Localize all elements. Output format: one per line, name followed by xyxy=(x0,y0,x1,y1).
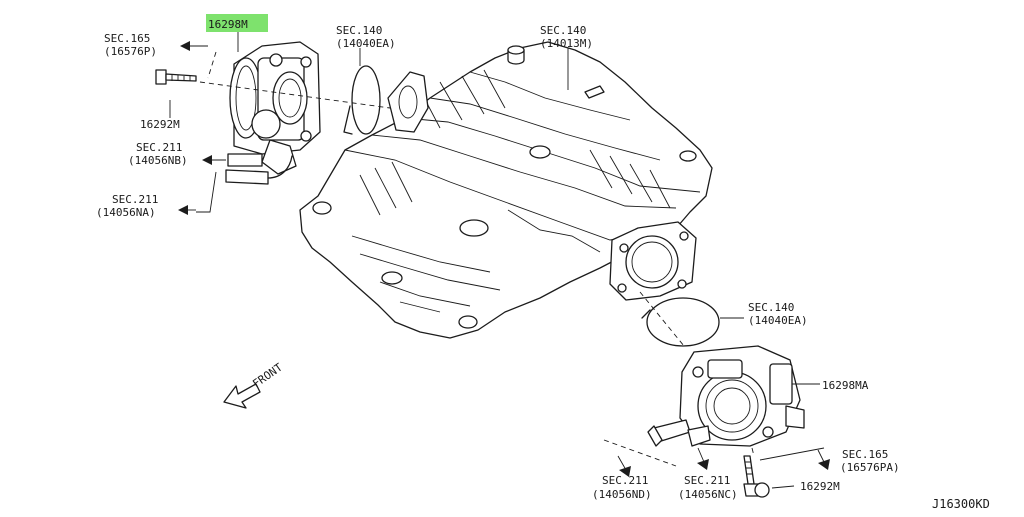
leader-lines xyxy=(169,30,825,489)
gasket-upper xyxy=(343,65,381,135)
labels: 16298M SEC.165 (16576P) 16292M SEC.211 (… xyxy=(96,18,990,511)
label-sec211-na-title: SEC.211 xyxy=(112,193,158,206)
label-sec211-nd-title: SEC.211 xyxy=(602,474,648,487)
throttle-body-lower xyxy=(647,345,805,447)
gasket-lower xyxy=(641,297,720,347)
label-16292m-a: 16292M xyxy=(140,118,180,131)
front-arrow-icon xyxy=(223,383,261,409)
label-sec140-a-title: SEC.140 xyxy=(336,24,382,37)
bolt-lower xyxy=(743,455,770,498)
label-16298m: 16298M xyxy=(208,18,248,31)
diagram-id: J16300KD xyxy=(932,497,990,511)
label-sec165-a-title: SEC.165 xyxy=(104,32,150,45)
label-front: FRONT xyxy=(250,361,285,391)
label-sec140-b-title: SEC.140 xyxy=(540,24,586,37)
label-sec211-nb-title: SEC.211 xyxy=(136,141,182,154)
label-sec211-nc-code: (14056NC) xyxy=(678,488,738,501)
label-sec165-b-title: SEC.165 xyxy=(842,448,888,461)
bolt-upper xyxy=(155,69,197,85)
label-sec140-c-title: SEC.140 xyxy=(748,301,794,314)
throttle-body-upper xyxy=(225,41,321,185)
label-16292m-b: 16292M xyxy=(800,480,840,493)
label-sec211-nc-title: SEC.211 xyxy=(684,474,730,487)
label-sec140-a-code: (14040EA) xyxy=(336,37,396,50)
part-highlight xyxy=(206,14,268,32)
label-sec140-c-code: (14040EA) xyxy=(748,314,808,327)
label-sec211-nb-code: (14056NB) xyxy=(128,154,188,167)
alignment-lines xyxy=(199,51,755,467)
label-sec211-na-code: (14056NA) xyxy=(96,206,156,219)
label-sec140-b-code: (14013M) xyxy=(540,37,593,50)
intake-manifold-collector xyxy=(299,41,713,339)
label-sec211-nd-code: (14056ND) xyxy=(592,488,652,501)
label-16298ma: 16298MA xyxy=(822,379,869,392)
direction-arrows xyxy=(178,41,830,477)
label-sec165-a-code: (16576P) xyxy=(104,45,157,58)
label-sec165-b-code: (16576PA) xyxy=(840,461,900,474)
